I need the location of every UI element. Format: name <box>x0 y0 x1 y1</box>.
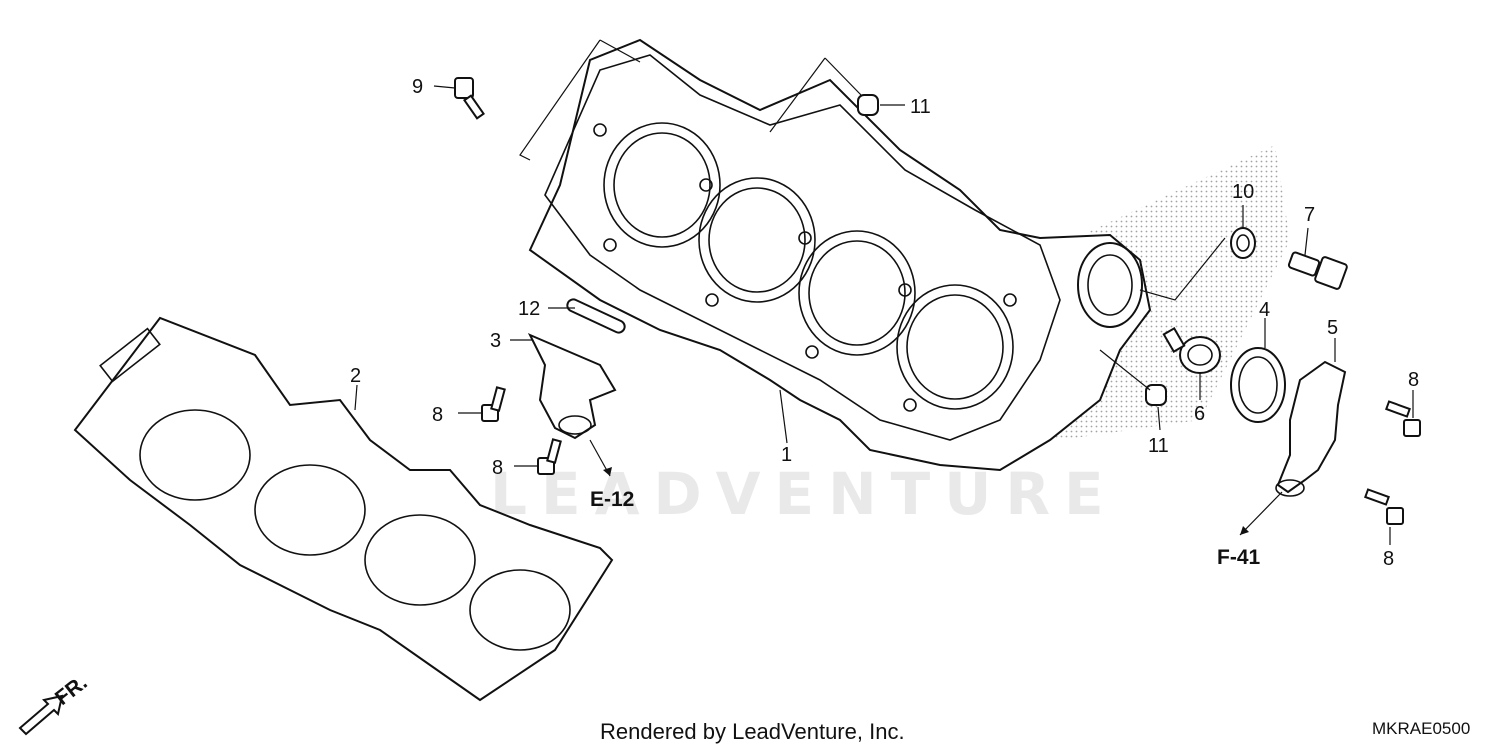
water-joint <box>527 333 617 440</box>
callout-1: 1 <box>781 444 792 466</box>
callout-11-bottom: 11 <box>1148 435 1169 457</box>
diagram-code: MKRAE0500 <box>1372 719 1470 738</box>
callouts: 1 2 3 4 5 6 7 8 8 8 8 9 10 11 11 12 <box>350 76 1419 570</box>
callout-10: 10 <box>1232 181 1254 203</box>
flange-bolt-right-lower <box>1364 488 1404 525</box>
bolt-9 <box>454 77 485 120</box>
front-direction-arrow: FR. <box>18 671 92 736</box>
o-ring-12 <box>566 298 626 334</box>
dowel-pin-bottom <box>1145 384 1167 406</box>
cylinder-block <box>528 38 1152 472</box>
washer <box>1230 227 1256 259</box>
flange-bolt-right-upper <box>1385 400 1421 437</box>
temperature-sensor <box>1287 251 1348 290</box>
watermark-text: LEADVENTURE <box>490 460 1118 528</box>
callout-2: 2 <box>350 365 361 387</box>
thermostat <box>1162 326 1221 374</box>
flange-bolt-left-lower <box>537 438 562 475</box>
callout-8-right-upper: 8 <box>1408 369 1419 391</box>
callout-9: 9 <box>412 76 423 98</box>
rendered-by-footer: Rendered by LeadVenture, Inc. <box>600 719 905 744</box>
callout-8-right-lower: 8 <box>1383 548 1394 570</box>
callout-3: 3 <box>490 330 501 352</box>
callout-6: 6 <box>1194 403 1205 425</box>
flange-bolt-left-upper <box>481 386 506 422</box>
head-gasket <box>73 316 614 702</box>
callout-4: 4 <box>1259 299 1270 321</box>
thermostat-cover <box>1275 360 1347 497</box>
callout-8-left-lower: 8 <box>492 457 503 479</box>
callout-7: 7 <box>1304 204 1315 226</box>
dowel-pin-top <box>857 94 879 116</box>
callout-12: 12 <box>518 298 540 320</box>
callout-5: 5 <box>1327 317 1338 339</box>
o-ring-4 <box>1230 347 1286 423</box>
leader-lines <box>354 39 1414 545</box>
callout-8-left-upper: 8 <box>432 404 443 426</box>
reference-f41[interactable]: F-41 <box>1217 546 1261 569</box>
reference-e12[interactable]: E-12 <box>590 488 634 511</box>
callout-11-top: 11 <box>910 96 931 118</box>
